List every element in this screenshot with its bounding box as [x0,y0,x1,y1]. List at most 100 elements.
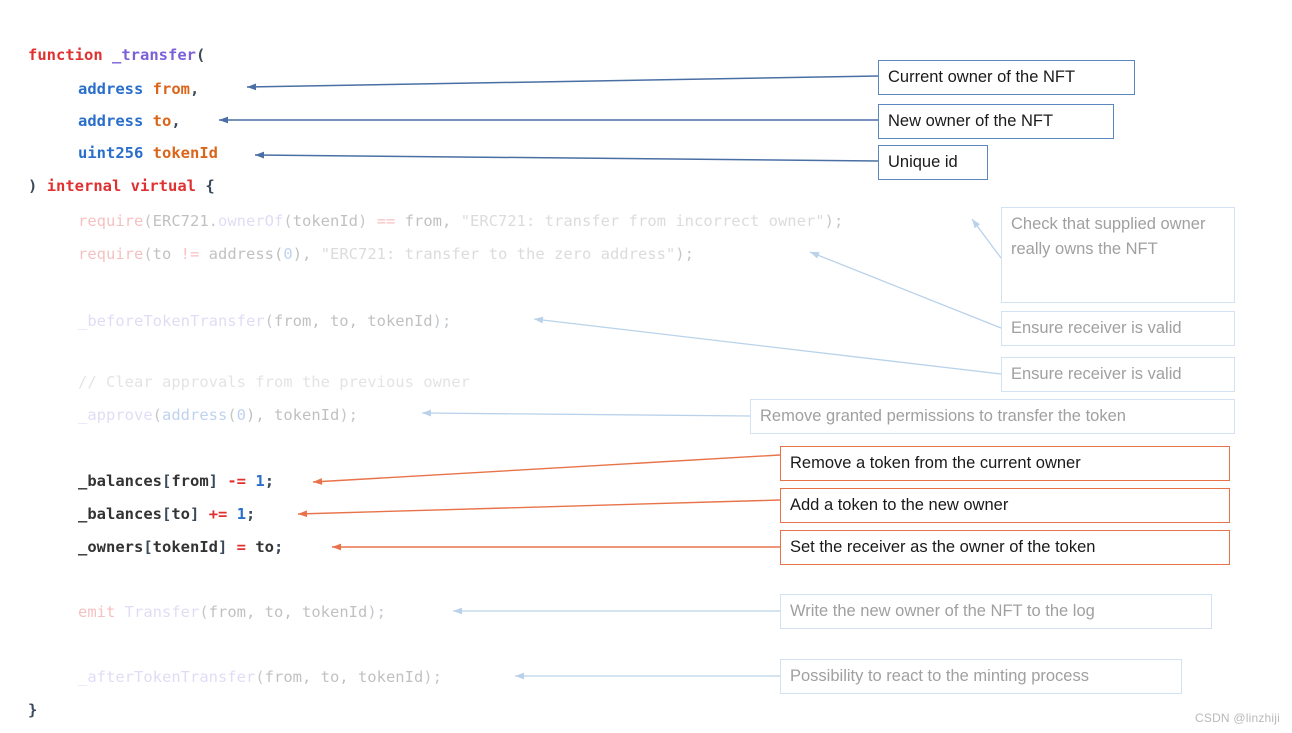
code-token: ( [152,406,162,424]
code-line-balances-from-dec: _balances[from] -= 1; [0,470,1078,492]
anno-remove-permissions: Remove granted permissions to transfer t… [750,399,1235,434]
code-token: ), tokenId [246,406,340,424]
code-token: _owners [78,538,144,556]
code-token [103,46,112,64]
code-listing: function _transfer(address from,address … [28,46,843,719]
code-token: address( [199,245,284,263]
code-token: ( [264,312,274,330]
code-token: { [205,177,215,195]
code-line-param-to: address to, [0,110,1078,132]
code-token: ; [274,538,284,556]
code-token: tokenId [292,212,359,230]
code-token: [ [162,472,172,490]
code-token: ERC721 [152,212,209,230]
code-token: -= [227,472,247,490]
code-token: ); [367,603,386,621]
code-token: ( [283,212,293,230]
anno-new-owner: New owner of the NFT [878,104,1114,139]
code-token: Transfer [124,603,200,621]
code-line-emit-transfer: emit Transfer(from, to, tokenId); [0,601,1078,623]
code-line-owners-assign: _owners[tokenId] = to; [0,536,1078,558]
code-token: internal virtual [46,177,196,195]
code-line-approve-zero: _approve(address(0), tokenId); [0,404,1078,426]
anno-current-owner: Current owner of the NFT [878,60,1135,95]
code-token: _approve [78,406,153,424]
code-token: ( [199,603,209,621]
code-line-comment-clear-approvals: // Clear approvals from the previous own… [0,371,1078,393]
code-token: ; [246,505,256,523]
code-token: != [180,245,200,263]
code-token: ( [227,406,237,424]
code-token: ( [143,212,153,230]
code-token: 1 [255,472,265,490]
code-token: "ERC721: transfer from incorrect owner" [460,212,825,230]
code-token: ( [196,46,206,64]
code-token: address [162,406,228,424]
code-token: ); [339,406,359,424]
code-token: ); [423,668,442,686]
code-token: from, to, tokenId [273,312,433,330]
code-token: ] [208,472,228,490]
code-line-param-tokenid: uint256 tokenId [0,142,1078,164]
code-token: ( [255,668,265,686]
anno-ensure-receiver-1: Ensure receiver is valid [1001,311,1235,346]
code-token: ] [190,505,209,523]
code-token: _transfer [112,46,196,64]
code-token: ; [264,472,275,490]
code-token [37,177,46,195]
code-token [246,472,255,490]
code-token: 0 [236,406,247,424]
code-line-fn-signature: function _transfer( [0,44,1028,66]
code-token: += [208,505,228,523]
code-token: [ [143,538,153,556]
code-token: . [208,212,219,230]
code-token: to [152,112,172,130]
code-token: require [78,245,144,263]
code-token: address [78,80,144,98]
anno-ensure-receiver-2: Ensure receiver is valid [1001,357,1235,392]
code-token: tokenId [152,144,218,162]
code-token [227,505,236,523]
code-token: _beforeTokenTransfer [78,312,265,330]
code-token [115,603,124,621]
code-token: 0 [283,245,293,263]
code-token: uint256 [78,144,144,162]
anno-set-receiver: Set the receiver as the owner of the tok… [780,530,1230,565]
code-token: "ERC721: transfer to the zero address" [320,245,676,263]
code-token: emit [78,603,116,621]
code-token [143,144,152,162]
code-token: from, [395,212,461,230]
code-token: tokenId [152,538,218,556]
code-line-param-from: address from, [0,78,1078,100]
code-line-fn-open-brace: ) internal virtual { [0,175,1028,197]
code-token: address [78,112,144,130]
anno-remove-token: Remove a token from the current owner [780,446,1230,481]
code-token: ) [28,177,38,195]
code-line-require-owner: require(ERC721.ownerOf(tokenId) == from,… [0,210,1078,232]
code-token: from [171,472,209,490]
code-token: to [152,245,181,263]
code-line-require-zero: require(to != address(0), "ERC721: trans… [0,243,1078,265]
code-token [196,177,205,195]
code-token: } [28,701,38,719]
code-token: == [376,212,396,230]
code-token: ); [675,245,694,263]
code-token: require [78,212,144,230]
anno-check-owner: Check that supplied owner really owns th… [1001,207,1235,303]
code-token: , [171,112,181,130]
code-line-before-token-transfer: _beforeTokenTransfer(from, to, tokenId); [0,310,1078,332]
code-token: _balances [78,472,162,490]
code-token: // Clear approvals from the previous own… [78,373,470,391]
anno-add-token: Add a token to the new owner [780,488,1230,523]
code-line-balances-to-inc: _balances[to] += 1; [0,503,1078,525]
watermark-label: CSDN @linzhiji [1195,711,1280,725]
code-token: ( [143,245,153,263]
code-token: from [152,80,190,98]
code-token: 1 [236,505,247,523]
code-token: function [28,46,103,64]
code-token: ) [358,212,377,230]
code-token: from, to, tokenId [264,668,424,686]
code-token: , [190,80,200,98]
anno-write-log: Write the new owner of the NFT to the lo… [780,594,1212,629]
